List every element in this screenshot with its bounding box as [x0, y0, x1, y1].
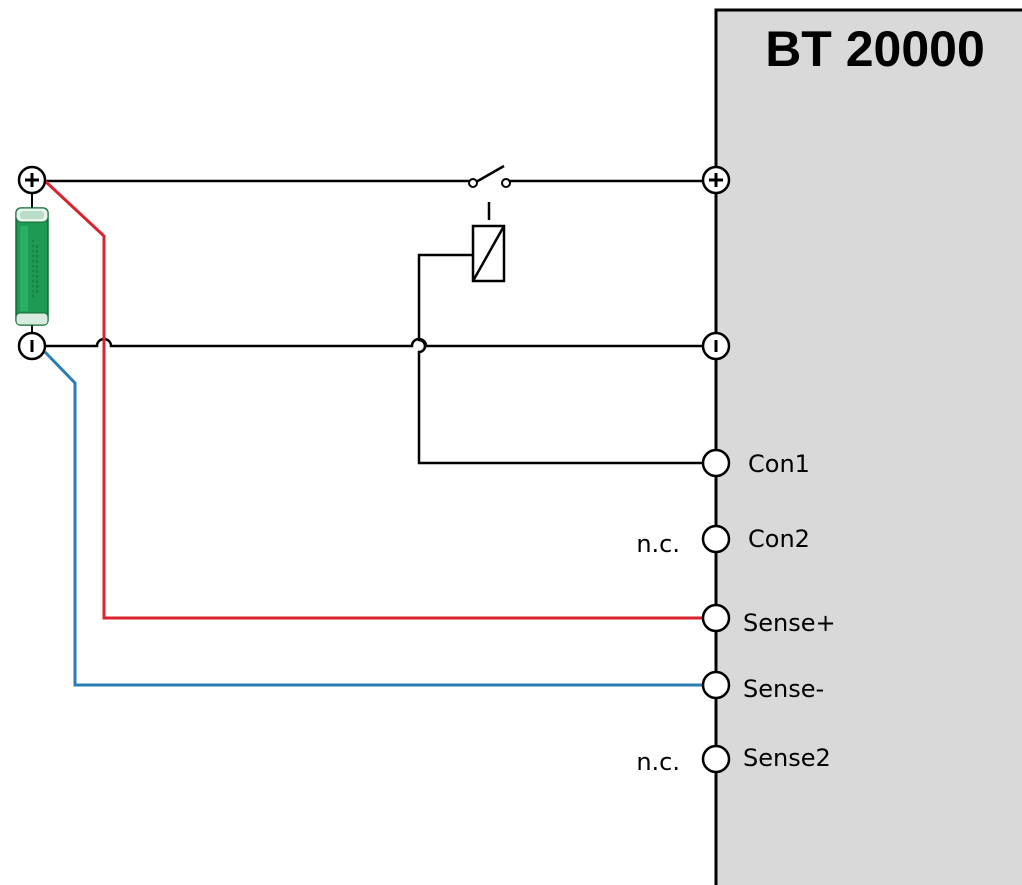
con1-control-wire: [417, 253, 703, 465]
pin-sense-minus: Sense-: [701, 670, 824, 703]
relay-coil-icon: [471, 224, 506, 283]
pin-label-con1: Con1: [748, 450, 810, 478]
pin-label-con2: Con2: [748, 525, 810, 553]
battery-negative-terminal: -: [17, 331, 47, 361]
relay-contact-switch-icon: [468, 164, 511, 220]
pin-label-sense2: Sense2: [743, 744, 831, 772]
device-panel: BT 20000: [714, 8, 1022, 885]
device-title: BT 20000: [765, 21, 985, 77]
sense-plus-wire: [43, 179, 703, 620]
device-body: [714, 8, 1022, 885]
pin-label-sense-plus: Sense+: [743, 609, 836, 637]
pin-con1: Con1: [701, 448, 810, 478]
sense-minus-wire: [43, 350, 703, 687]
device-positive-terminal: +: [701, 165, 731, 195]
pin-connection-con2: n.c.: [636, 530, 680, 558]
negative-power-wire: [45, 337, 703, 348]
cylindrical-battery-cell-icon: [15, 193, 49, 333]
battery-positive-terminal: +: [17, 165, 47, 195]
pin-con2: Con2 n.c.: [636, 524, 810, 558]
device-negative-terminal: -: [701, 331, 731, 361]
pin-label-sense-minus: Sense-: [743, 675, 824, 703]
pin-sense-plus: Sense+: [701, 603, 836, 637]
pin-sense2: Sense2 n.c.: [636, 744, 830, 776]
pin-connection-sense2: n.c.: [636, 748, 680, 776]
